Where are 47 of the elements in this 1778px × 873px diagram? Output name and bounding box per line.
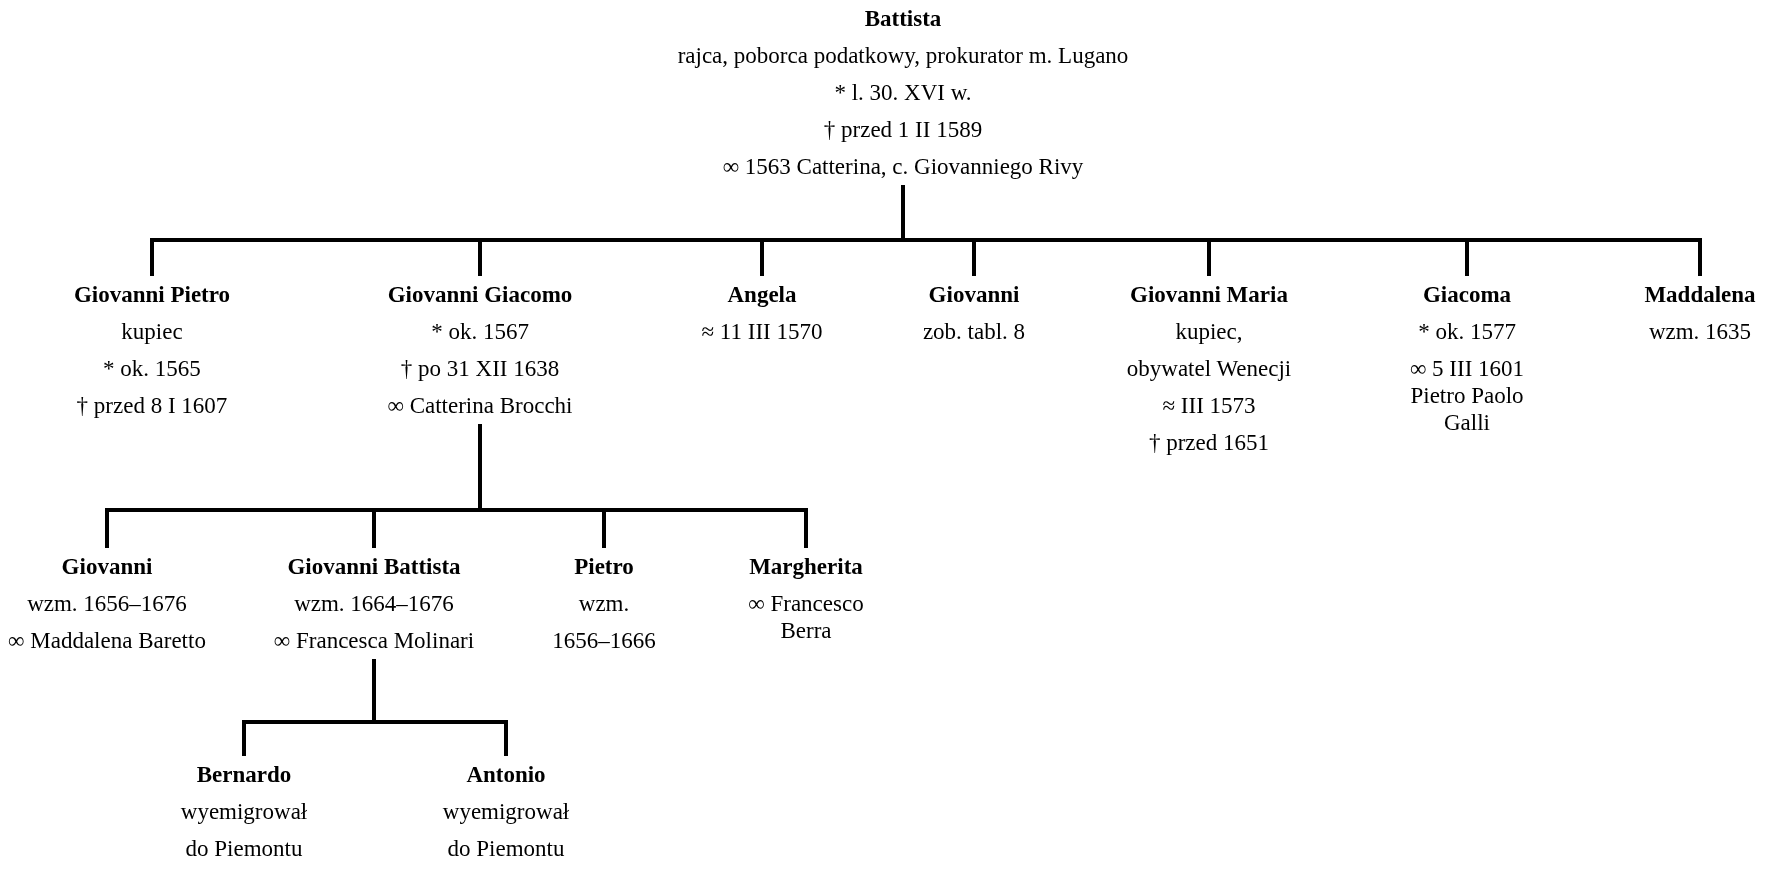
person-name: Angela xyxy=(726,281,798,309)
person-detail: * ok. 1577 xyxy=(1417,318,1517,346)
person-detail: ∞ Francesco Berra xyxy=(747,590,865,645)
person-name: Giovanni xyxy=(60,553,154,581)
person-name: Maddalena xyxy=(1644,281,1756,309)
person-name: Antonio xyxy=(465,761,547,789)
person-detail: obywatel Wenecji xyxy=(1126,355,1292,383)
person-detail: * ok. 1567 xyxy=(430,318,530,346)
person-detail: do Piemontu xyxy=(446,835,566,863)
person-detail: do Piemontu xyxy=(184,835,304,863)
person-name: Battista xyxy=(863,5,943,33)
person-detail: ∞ 1563 Catterina, c. Giovanniego Rivy xyxy=(721,153,1085,181)
person-detail: ∞ Maddalena Baretto xyxy=(7,627,207,655)
person-detail: wzm. 1656–1676 xyxy=(26,590,188,618)
person-name: Giovanni Battista xyxy=(286,553,462,581)
person-detail: ∞ Francesca Molinari xyxy=(273,627,475,655)
person-detail: ≈ III 1573 xyxy=(1161,392,1257,420)
connector-line xyxy=(372,659,508,756)
person-name: Bernardo xyxy=(195,761,293,789)
person-detail: † przed 1651 xyxy=(1147,429,1271,457)
person-detail: ∞ Catterina Brocchi xyxy=(387,392,573,420)
person-detail: * ok. 1565 xyxy=(102,355,202,383)
connector-line xyxy=(478,424,808,548)
person-name: Giovanni Maria xyxy=(1129,281,1289,309)
person-name: Giacoma xyxy=(1421,281,1513,309)
person-detail: * l. 30. XVI w. xyxy=(833,79,973,107)
person-detail: kupiec xyxy=(120,318,184,346)
person-detail: † po 31 XII 1638 xyxy=(399,355,561,383)
person-detail: 1656–1666 xyxy=(552,627,656,655)
person-detail: ≈ 11 III 1570 xyxy=(701,318,823,346)
person-detail: † przed 8 I 1607 xyxy=(75,392,229,420)
person-name: Giovanni Giacomo xyxy=(387,281,573,309)
person-detail: rajca, poborca podatkowy, prokurator m. Lugano xyxy=(677,42,1129,70)
person-detail: wyemigrował xyxy=(442,798,570,826)
person-detail: † przed 1 II 1589 xyxy=(822,116,984,144)
person-name: Giovanni xyxy=(927,281,1021,309)
person-detail: zob. tabl. 8 xyxy=(922,318,1026,346)
person-detail: kupiec, xyxy=(1174,318,1244,346)
person-name: Giovanni Pietro xyxy=(73,281,231,309)
person-detail: wyemigrował xyxy=(180,798,308,826)
person-detail: wzm. 1664–1676 xyxy=(293,590,455,618)
person-detail: ∞ 5 III 1601 Pietro Paolo Galli xyxy=(1408,355,1526,437)
connector-line xyxy=(901,185,1702,276)
person-detail: wzm. xyxy=(577,590,631,618)
person-name: Pietro xyxy=(573,553,635,581)
person-detail: wzm. 1635 xyxy=(1647,318,1753,346)
person-name: Margherita xyxy=(748,553,864,581)
